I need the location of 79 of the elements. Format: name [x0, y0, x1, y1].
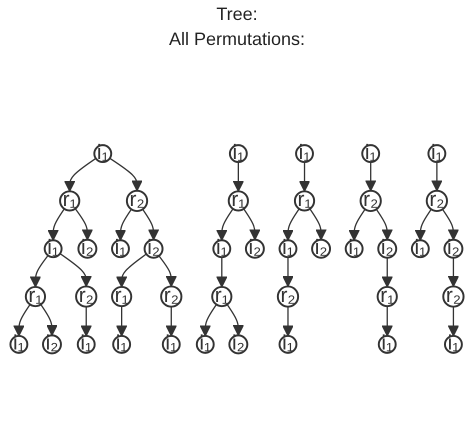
node-circle: r₁	[294, 190, 316, 212]
arrow	[376, 208, 393, 240]
node-circle: i₁	[93, 144, 112, 164]
node-circle: i₁	[427, 144, 446, 164]
node-circle: r₁	[376, 286, 398, 308]
arrow	[116, 306, 128, 336]
arrow	[382, 306, 393, 336]
node-circle: i₁	[228, 144, 248, 164]
node-circle: r₁	[24, 286, 46, 308]
arrow	[13, 304, 31, 336]
node-circle: i₁	[344, 239, 364, 258]
arrow	[282, 208, 300, 241]
node-circle: i₁	[278, 239, 298, 258]
arrow	[158, 256, 178, 287]
node-circle: r₂	[126, 190, 148, 212]
arrow	[74, 208, 94, 240]
arrow	[226, 304, 244, 336]
arrow	[282, 306, 294, 336]
node-circle: i₁	[295, 144, 314, 164]
arrow	[30, 255, 49, 288]
node-circle: i₁	[378, 334, 397, 354]
node-circle: r₂	[360, 190, 382, 212]
arrow	[142, 208, 160, 240]
node-circle: i₁	[196, 334, 215, 354]
node-circle: r₂	[442, 285, 465, 308]
arrow	[116, 254, 147, 288]
arrow	[47, 208, 65, 241]
arrow	[448, 306, 460, 336]
arrow	[80, 306, 92, 336]
node-circle: i₁	[9, 334, 28, 354]
node-circle: r₁	[111, 286, 132, 308]
node-circle: r₂	[426, 190, 448, 212]
node-circle: i₂	[377, 238, 398, 259]
arrow	[200, 304, 217, 336]
node-circle: i₂	[228, 334, 248, 354]
arrow	[243, 208, 261, 240]
arrow	[216, 257, 228, 288]
arrow	[282, 257, 294, 287]
arrow	[431, 162, 443, 192]
node-circle: r₂	[160, 285, 182, 308]
node-circle: i₂	[311, 238, 332, 259]
arrow	[40, 304, 58, 336]
node-circle: r₂	[75, 285, 98, 308]
arrow	[448, 258, 460, 287]
node-circle: i₂	[443, 238, 464, 259]
arrow	[216, 208, 234, 241]
node-circle: i₁	[44, 239, 63, 258]
node-circle: i₁	[278, 334, 298, 354]
node-circle: r₁	[211, 286, 232, 308]
diagram-title: Tree:	[215, 4, 259, 25]
node-circle: i₁	[444, 334, 463, 354]
node-circle: r₂	[276, 285, 300, 308]
node-circle: i₁	[361, 144, 380, 164]
arrow	[442, 208, 460, 240]
arrow	[414, 208, 432, 241]
node-circle: i₁	[212, 239, 232, 258]
node-circle: i₂	[244, 238, 265, 259]
arrow	[232, 162, 244, 192]
arrow	[114, 208, 132, 241]
section-heading: All Permutations:	[168, 29, 306, 50]
arrow	[348, 208, 366, 241]
arrow	[382, 258, 393, 288]
node-circle: r₁	[59, 190, 80, 212]
node-circle: i₁	[112, 334, 132, 354]
arrow	[166, 306, 178, 336]
node-circle: i₁	[162, 334, 181, 354]
node-circle: i₁	[111, 239, 130, 258]
node-circle: i₂	[42, 334, 62, 354]
arrow	[60, 253, 92, 287]
node-circle: i₂	[77, 238, 98, 259]
arrow	[364, 162, 376, 192]
arrow	[309, 208, 327, 240]
arrow	[109, 158, 143, 192]
node-circle: i₁	[76, 334, 96, 354]
node-circle: i₂	[144, 238, 164, 259]
node-circle: r₁	[228, 190, 249, 212]
arrow	[64, 158, 96, 192]
arrow	[298, 162, 310, 192]
node-circle: i₁	[410, 239, 430, 258]
